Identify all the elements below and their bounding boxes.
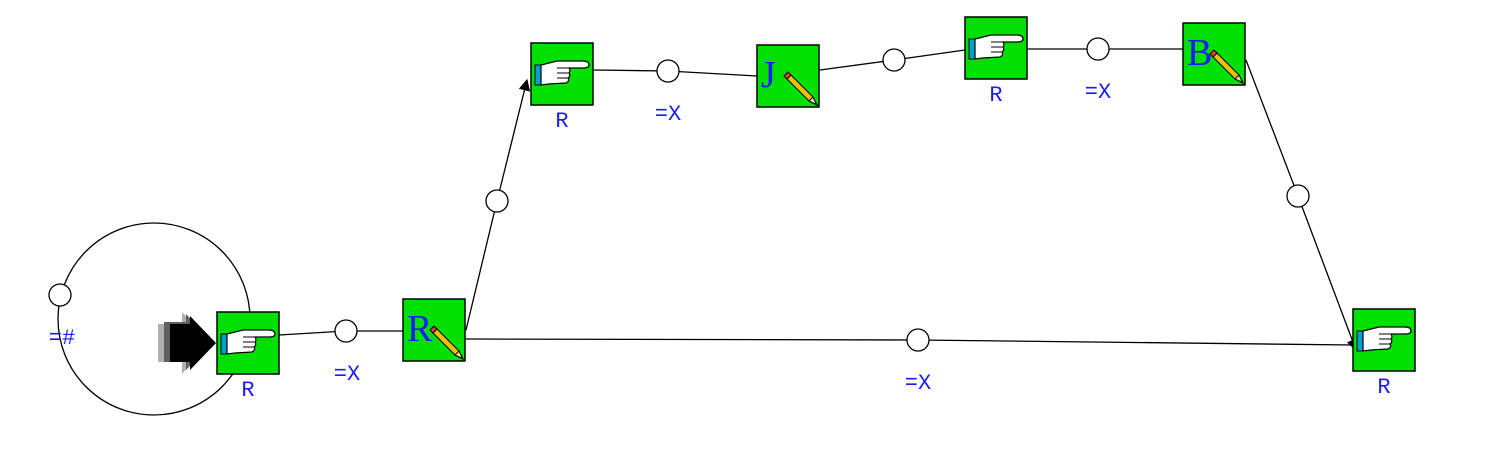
edge-n1-n2[interactable] [465,78,531,331]
edge-n5-n6[interactable] [1245,59,1358,352]
node-box [530,42,594,106]
edge-handle[interactable] [906,328,930,352]
start-arrow-icon [158,312,216,374]
edge-label: =X [905,371,931,396]
node-n1[interactable]: R [402,298,466,362]
edge-n0-n1[interactable] [278,319,403,343]
node-letter: B [1187,32,1212,74]
edge-handle[interactable] [485,189,509,213]
edge-label: =X [1085,80,1111,105]
node-caption: R [989,83,1002,108]
node-n2[interactable] [530,42,594,106]
labels-layer: =# =X =X =X =X R R R R [49,80,1391,403]
edge-handle[interactable] [656,59,680,83]
node-letter: J [761,54,776,96]
edge-n1-n6[interactable] [465,328,1354,352]
edge-label: =X [334,362,360,387]
edge-handle[interactable] [1286,184,1310,208]
node-letter: R [407,308,433,350]
node-n4[interactable] [964,16,1028,80]
node-n3[interactable]: J [756,44,820,108]
edge-label: =# [49,326,75,351]
node-n6[interactable] [1352,308,1416,372]
edges-layer [48,37,1358,416]
node-n0[interactable] [216,311,280,375]
nodes-layer: R J B [216,16,1416,375]
edge-label: =X [655,102,681,127]
edge-handle[interactable] [334,319,358,343]
edge-handle[interactable] [882,48,906,72]
edge-n2-n3[interactable] [593,59,758,83]
edge-handle[interactable] [48,283,72,307]
node-n5[interactable]: B [1182,22,1246,86]
node-caption: R [555,109,568,134]
node-caption: R [1377,375,1390,400]
edge-n3-n4[interactable] [819,48,966,72]
node-caption: R [241,378,254,403]
edge-n4-n5[interactable] [1028,37,1183,61]
edge-handle[interactable] [1086,37,1110,61]
